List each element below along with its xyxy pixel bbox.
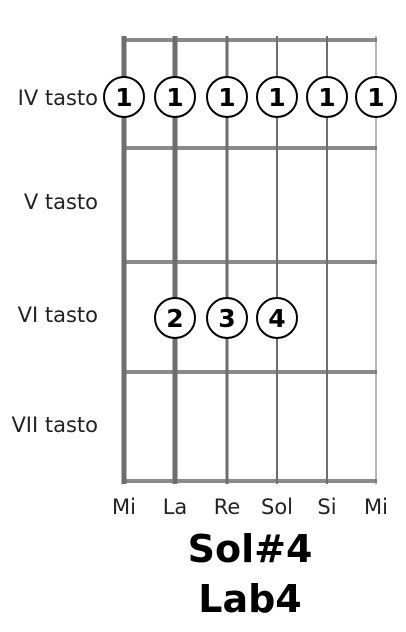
finger-marker-circle	[206, 297, 248, 339]
string-labels: Mi La Re Sol Si Mi	[112, 495, 388, 519]
fret-label-v: V tasto	[24, 190, 98, 214]
string-label-re: Re	[214, 495, 241, 519]
finger-number: 3	[218, 304, 235, 333]
finger-marker-circle	[306, 76, 348, 118]
string-label-la: La	[163, 495, 188, 519]
chord-name-enharmonic: Lab4	[198, 577, 302, 621]
finger-marker-circle	[206, 76, 248, 118]
string-label-mi-low: Mi	[112, 495, 136, 519]
fret-labels: IV tasto V tasto VI tasto VII tasto	[11, 86, 98, 437]
string-label-mi-high: Mi	[364, 495, 388, 519]
finger-marker: 3	[206, 297, 248, 339]
finger-marker: 1	[306, 76, 348, 118]
finger-number: 1	[115, 83, 132, 112]
fret-label-vii: VII tasto	[11, 413, 98, 437]
string-label-sol: Sol	[261, 495, 293, 519]
finger-marker: 1	[206, 76, 248, 118]
finger-number: 1	[318, 83, 335, 112]
finger-marker: 1	[256, 76, 298, 118]
finger-number: 2	[166, 304, 183, 333]
finger-marker-circle	[355, 76, 397, 118]
finger-marker-circle	[154, 76, 196, 118]
string-label-si: Si	[317, 495, 336, 519]
fret-label-iv: IV tasto	[18, 86, 98, 110]
fret-label-vi: VI tasto	[18, 303, 98, 327]
finger-number: 1	[218, 83, 235, 112]
finger-markers: 1 1 1 1 1 1 2 3 4	[103, 76, 397, 339]
finger-marker: 1	[355, 76, 397, 118]
finger-marker-circle	[103, 76, 145, 118]
finger-marker-circle	[154, 297, 196, 339]
finger-marker: 4	[256, 297, 298, 339]
finger-marker-circle	[256, 297, 298, 339]
finger-marker: 2	[154, 297, 196, 339]
finger-number: 1	[268, 83, 285, 112]
finger-marker: 1	[154, 76, 196, 118]
chord-name-primary: Sol#4	[188, 527, 313, 571]
finger-marker-circle	[256, 76, 298, 118]
finger-number: 4	[268, 304, 285, 333]
finger-number: 1	[166, 83, 183, 112]
finger-marker: 1	[103, 76, 145, 118]
finger-number: 1	[367, 83, 384, 112]
